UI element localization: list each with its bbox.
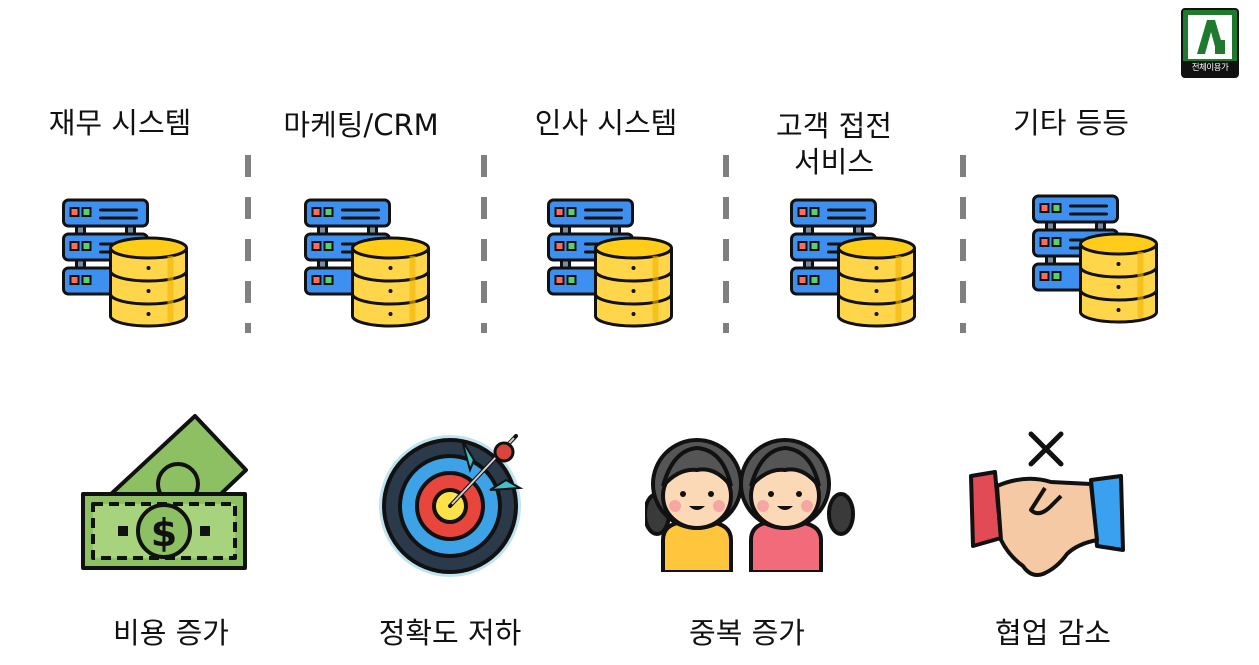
system-label-marketing: 마케팅/CRM (283, 108, 439, 142)
server-database-icon-customer (786, 192, 921, 332)
target-icon (379, 434, 524, 577)
problem-label-duplication: 중복 증가 (689, 616, 805, 650)
server-database-icon-marketing (300, 192, 435, 332)
divider-3 (723, 155, 729, 333)
divider-2 (481, 155, 487, 333)
divider-4 (960, 155, 966, 333)
rating-logo-icon (1183, 10, 1237, 62)
system-label-hr: 인사 시스템 (534, 106, 678, 140)
divider-1 (245, 155, 251, 333)
server-database-icon-other (1028, 188, 1163, 328)
rating-logo-caption: 전체이용가 (1183, 61, 1237, 76)
system-label-finance: 재무 시스템 (48, 106, 192, 140)
handshake-icon (969, 431, 1125, 577)
system-label-customer: 고객 접전 서비스 (776, 109, 892, 179)
problem-label-collaboration: 협업 감소 (995, 616, 1111, 650)
money-icon: $ (81, 414, 248, 570)
server-database-icon-finance (58, 192, 193, 332)
dollar-sign: $ (151, 511, 177, 555)
rating-logo: 전체이용가 (1181, 8, 1239, 78)
problem-label-accuracy: 정확도 저하 (378, 616, 522, 650)
server-database-icon-hr (543, 192, 678, 332)
system-label-other: 기타 등등 (1013, 106, 1129, 140)
twins-icon (645, 438, 855, 572)
problem-label-cost: 비용 증가 (113, 616, 229, 650)
